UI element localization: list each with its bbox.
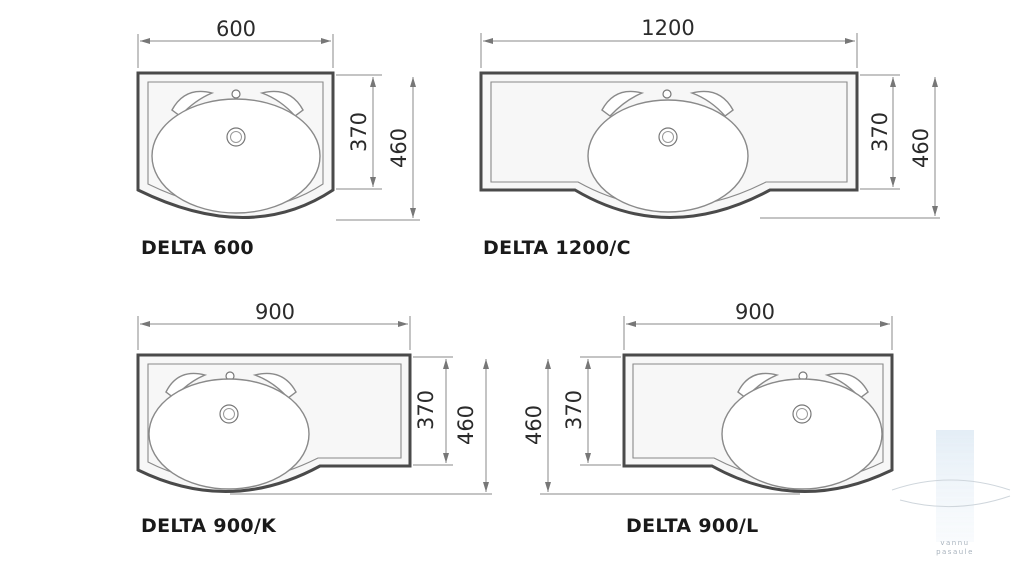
- depth-total-label: 460: [522, 405, 546, 445]
- width-label: 600: [216, 17, 256, 41]
- arrow: [140, 38, 150, 44]
- arrow: [443, 453, 449, 463]
- model-name: DELTA 1200/C: [483, 237, 631, 259]
- sink-delta-900k: 900 370 460 DELTA 900/K: [136, 300, 492, 537]
- watermark-swoosh: [899, 495, 1011, 508]
- watermark-text-line2: pasaule: [936, 548, 974, 556]
- depth-total-label: 460: [909, 128, 933, 168]
- model-name: DELTA 600: [141, 237, 254, 259]
- arrow: [890, 177, 896, 187]
- drain: [219, 404, 239, 424]
- watermark-logo: vannu pasaule: [891, 430, 1011, 556]
- basin-bowl: [151, 98, 321, 214]
- depth-total-label: 460: [454, 405, 478, 445]
- drain: [658, 127, 678, 147]
- arrow: [321, 38, 331, 44]
- drain: [792, 404, 812, 424]
- drain-inner: [796, 408, 808, 420]
- sink-delta-600: 600 370 460 DELTA 600: [136, 17, 420, 259]
- drain-inner: [223, 408, 235, 420]
- model-name: DELTA 900/L: [626, 515, 759, 537]
- arrow: [370, 177, 376, 187]
- soap-recess-right: [689, 90, 734, 117]
- watermark-bar: [936, 430, 974, 542]
- drain: [226, 127, 246, 147]
- tap-hole: [231, 89, 241, 99]
- arrow: [880, 321, 890, 327]
- arrow: [545, 359, 551, 369]
- arrow: [932, 77, 938, 87]
- drain-inner: [662, 131, 674, 143]
- basin-bowl: [587, 99, 749, 213]
- width-label: 900: [735, 300, 775, 324]
- drain-inner: [230, 131, 242, 143]
- depth-inner-label: 370: [562, 390, 586, 430]
- sink-delta-1200c: 1200 370 460 DELTA 1200/C: [479, 16, 940, 259]
- arrow: [483, 38, 493, 44]
- arrow: [483, 482, 489, 492]
- arrow: [443, 359, 449, 369]
- soap-recess-right: [252, 372, 297, 399]
- soap-recess-left: [601, 90, 645, 117]
- model-name: DELTA 900/K: [141, 515, 277, 537]
- width-label: 900: [255, 300, 295, 324]
- arrow: [410, 77, 416, 87]
- arrow: [890, 77, 896, 87]
- soap-recess-right: [824, 372, 869, 399]
- depth-inner-label: 370: [414, 390, 438, 430]
- soap-recess-right: [259, 90, 304, 117]
- width-label: 1200: [641, 16, 694, 40]
- basin-bowl: [721, 378, 883, 490]
- arrow: [370, 77, 376, 87]
- sink-delta-900l: 900 370 460 DELTA 900/L: [522, 300, 894, 537]
- watermark-text-line1: vannu: [940, 539, 969, 547]
- arrow: [626, 321, 636, 327]
- arrow: [483, 359, 489, 369]
- watermark-swoosh: [891, 479, 1011, 491]
- arrow: [585, 359, 591, 369]
- arrow: [545, 482, 551, 492]
- basin-bowl: [148, 378, 310, 490]
- depth-inner-label: 370: [347, 112, 371, 152]
- arrow: [398, 321, 408, 327]
- depth-total-label: 460: [387, 128, 411, 168]
- tap-hole: [662, 89, 672, 99]
- arrow: [585, 453, 591, 463]
- arrow: [140, 321, 150, 327]
- arrow: [932, 206, 938, 216]
- depth-inner-label: 370: [868, 112, 892, 152]
- arrow: [845, 38, 855, 44]
- arrow: [410, 208, 416, 218]
